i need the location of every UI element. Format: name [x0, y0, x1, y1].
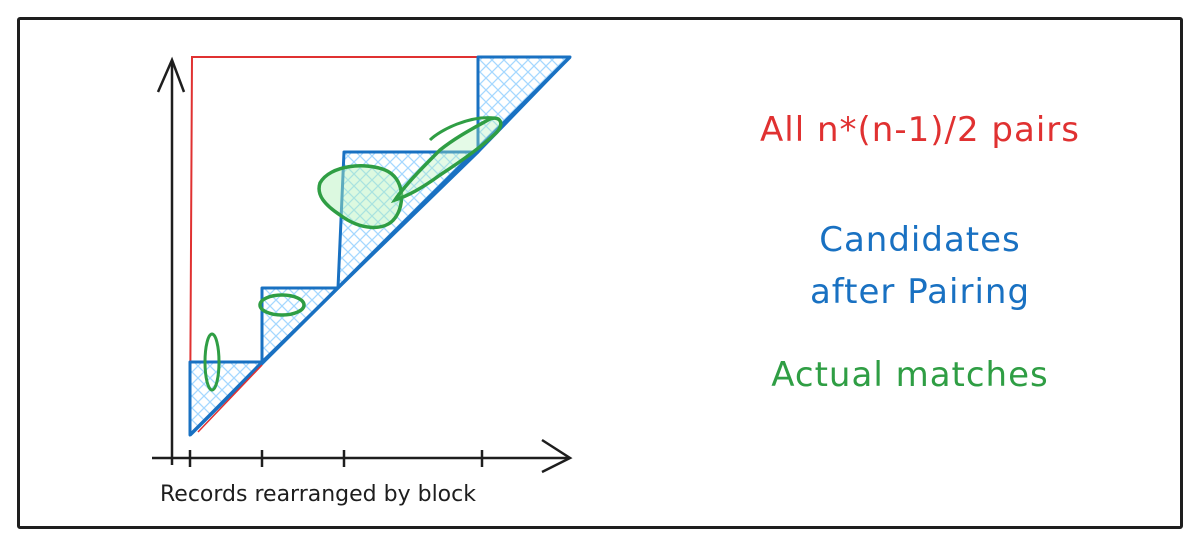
match-ellipse-1	[203, 332, 221, 392]
diagonal-line	[188, 55, 572, 437]
match-blob-3	[317, 164, 404, 230]
axes	[152, 56, 573, 474]
candidate-blocks	[188, 55, 572, 437]
diagonal-red-shadow	[197, 364, 263, 433]
match-ellipse-2	[258, 293, 306, 317]
all-pairs-region	[189, 56, 570, 436]
match-arc-5	[428, 116, 496, 142]
legend-actual-matches: Actual matches	[771, 355, 1049, 395]
legend-all-pairs: All n*(n-1)/2 pairs	[760, 110, 1080, 150]
legend-candidates-line1: Candidates	[819, 220, 1021, 260]
x-axis-arrowhead	[541, 438, 573, 474]
x-axis-caption: Records rearranged by block	[160, 482, 476, 507]
legend-candidates-line2: after Pairing	[809, 272, 1031, 312]
match-blob-4	[390, 116, 503, 204]
y-axis-arrowhead	[156, 56, 186, 93]
diagram-frame	[17, 17, 1183, 529]
actual-match-ellipses	[203, 116, 503, 392]
